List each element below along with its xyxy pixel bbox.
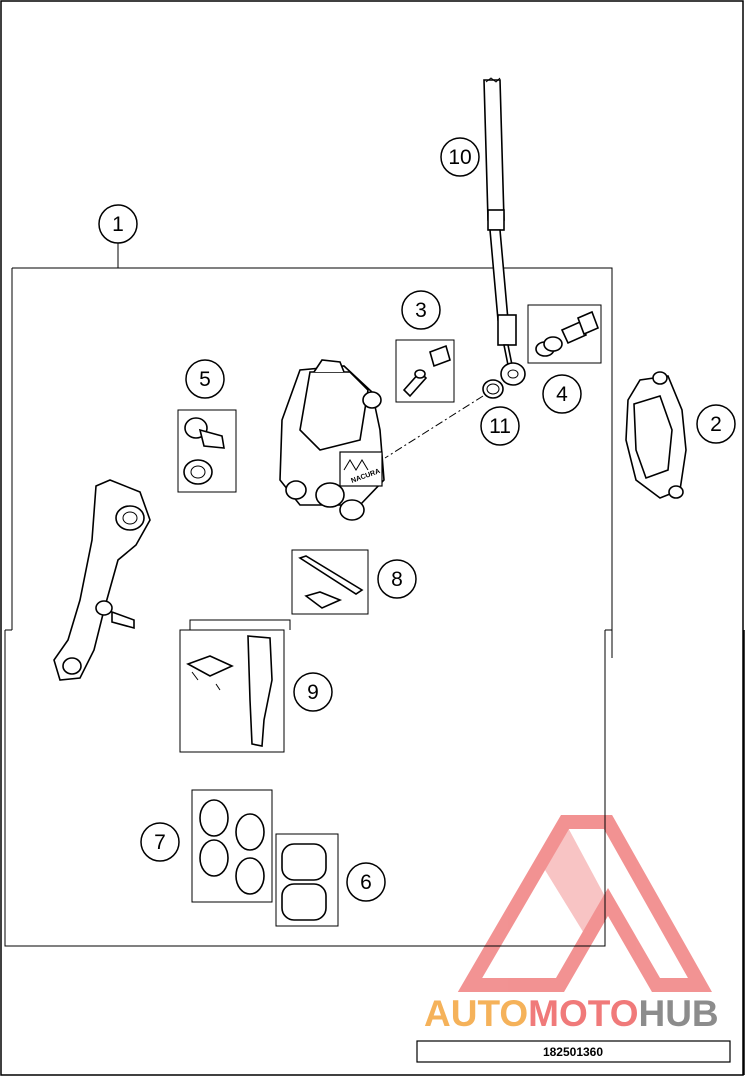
svg-text:8: 8 — [391, 568, 403, 591]
callout-1: 1 — [98, 204, 138, 244]
group-frame-1 — [4, 243, 613, 947]
pad-pin-kit — [291, 549, 369, 615]
watermark-logo — [457, 815, 712, 992]
banjo-bolt-kit — [527, 304, 602, 364]
svg-text:7: 7 — [154, 831, 166, 854]
svg-text:4: 4 — [556, 383, 568, 406]
callout-4: 4 — [542, 374, 582, 414]
callout-2: 2 — [696, 404, 736, 444]
svg-text:11: 11 — [489, 415, 511, 438]
watermark-moto: MOTO — [528, 993, 638, 1034]
callout-6: 6 — [346, 862, 386, 902]
caliper-pin-kit — [177, 409, 237, 493]
drawing-code: 182501360 — [543, 1045, 603, 1059]
svg-text:2: 2 — [710, 413, 722, 436]
callout-8: 8 — [377, 559, 417, 599]
pad-spring-kit — [179, 619, 291, 753]
svg-text:6: 6 — [360, 871, 372, 894]
brake-caliper-body: NACURA — [279, 359, 385, 521]
watermark-text: AUTOMOTOHUB — [424, 993, 719, 1034]
svg-text:AUTOMOTOHUB: AUTOMOTOHUB — [424, 993, 719, 1034]
svg-text:9: 9 — [307, 681, 319, 704]
svg-text:3: 3 — [415, 299, 427, 322]
svg-text:5: 5 — [199, 368, 211, 391]
callout-5: 5 — [185, 359, 225, 399]
callout-10: 10 — [440, 137, 480, 177]
piston-kit — [275, 833, 339, 927]
callout-11: 11 — [480, 406, 520, 446]
callout-9: 9 — [293, 672, 333, 712]
watermark-hub: HUB — [638, 993, 718, 1034]
drawing-code-box: 182501360 — [416, 1040, 731, 1063]
caliper-bracket — [53, 479, 151, 681]
piston-seal-kit — [191, 789, 273, 903]
brake-hose — [483, 77, 526, 386]
svg-text:1: 1 — [112, 213, 124, 236]
brake-pads — [625, 371, 687, 499]
bleeder-valve-kit — [395, 339, 455, 403]
callout-7: 7 — [140, 822, 180, 862]
svg-text:10: 10 — [448, 146, 471, 169]
washer-11 — [482, 379, 504, 399]
assembly-guide-line — [384, 395, 484, 459]
watermark-auto: AUTO — [424, 993, 528, 1034]
callout-3: 3 — [401, 290, 441, 330]
